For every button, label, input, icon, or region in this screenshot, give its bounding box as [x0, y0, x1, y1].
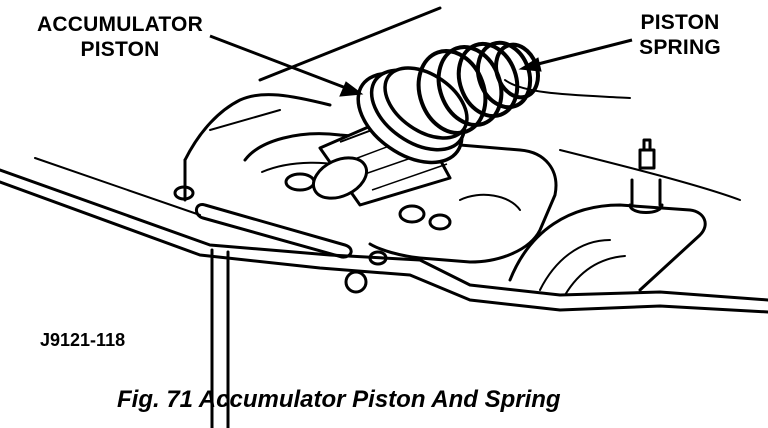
callout-line: PISTON: [640, 11, 720, 34]
accumulator-piston-callout: ACCUMULATOR PISTON: [30, 12, 210, 62]
piston-spring-callout: PISTON SPRING: [630, 10, 730, 60]
figure-code: J9121-118: [40, 330, 126, 350]
callout-line: PISTON: [80, 38, 160, 61]
callout-line: ACCUMULATOR: [37, 13, 203, 36]
figure-caption: Fig. 71 Accumulator Piston And Spring: [117, 386, 561, 413]
callout-line: SPRING: [639, 36, 721, 59]
